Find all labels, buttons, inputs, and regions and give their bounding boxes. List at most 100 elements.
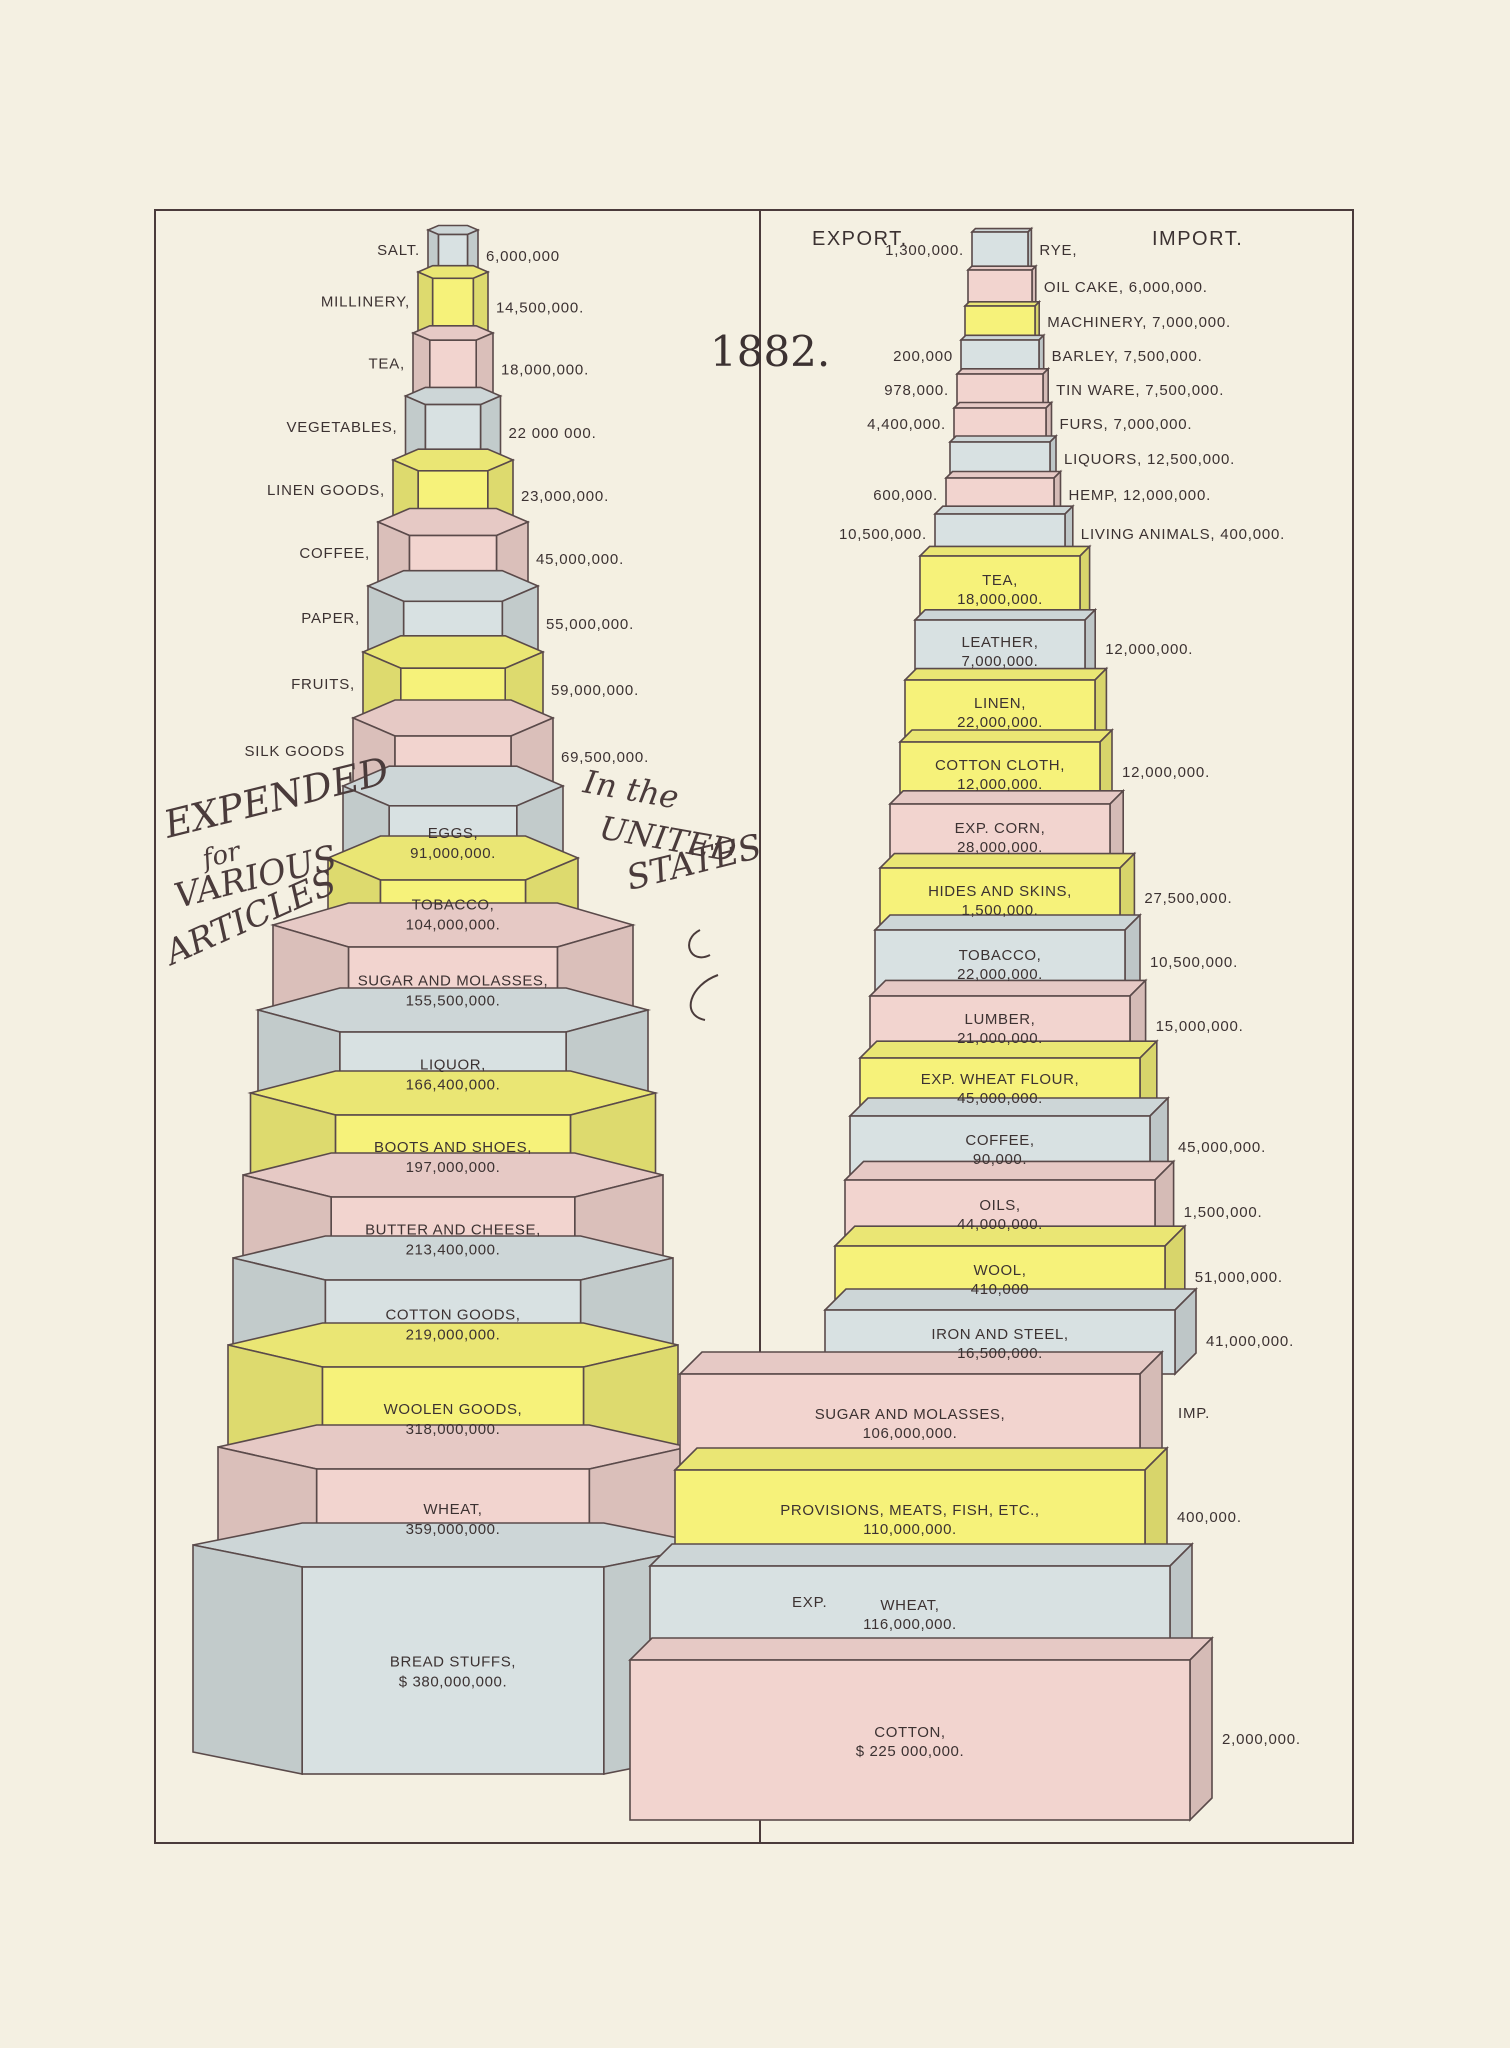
- trade-item-value: 22,000,000.: [957, 966, 1043, 983]
- trade-export-value: 10,500,000.: [839, 526, 927, 543]
- trade-item-value: 7,000,000.: [962, 653, 1039, 670]
- tower-item-label: LIQUOR,: [420, 1057, 486, 1074]
- block-top-face: [944, 470, 1063, 479]
- trade-item-value: 28,000,000.: [957, 839, 1043, 856]
- block-top-face: [898, 729, 1114, 743]
- trade-block: [963, 299, 1042, 342]
- tower-item-value: 14,500,000.: [496, 300, 584, 317]
- trade-item-label: MACHINERY, 7,000,000.: [1047, 314, 1231, 331]
- tower-item-value: 18,000,000.: [501, 362, 589, 379]
- tower-item-value: 59,000,000.: [551, 682, 639, 699]
- tower-item-label: SUGAR AND MOLASSES,: [358, 973, 549, 990]
- tower-item-label: BUTTER AND CHEESE,: [365, 1222, 541, 1239]
- tower-item-value: $ 380,000,000.: [399, 1674, 508, 1691]
- trade-item-value: 44,000,000.: [957, 1216, 1043, 1233]
- block-top-face: [673, 1447, 1169, 1471]
- tower-item-value: 69,500,000.: [561, 749, 649, 766]
- tower-item-value: 197,000,000.: [406, 1159, 501, 1176]
- trade-import-value: 1,500,000.: [1184, 1204, 1263, 1221]
- trade-item-value: $ 225 000,000.: [856, 1743, 965, 1760]
- block-top-face: [628, 1637, 1214, 1661]
- title-in-the: In the: [580, 762, 682, 816]
- block-top-face: [918, 545, 1092, 557]
- tower-item-label: COFFEE,: [299, 545, 370, 562]
- outer-frame: [154, 209, 1354, 1844]
- tower-item-label: VEGETABLES,: [286, 419, 397, 436]
- trade-block: [970, 226, 1034, 272]
- trade-item-label: SUGAR AND MOLASSES,: [815, 1406, 1006, 1423]
- trade-export-value: 978,000.: [884, 382, 949, 399]
- block-front-face: [301, 1566, 605, 1775]
- trade-item-label: LIQUORS, 12,500,000.: [1064, 451, 1235, 468]
- tower-block: [192, 1522, 714, 1775]
- trade-item-label: TEA,: [982, 572, 1018, 589]
- import-header: IMPORT.: [1152, 228, 1243, 250]
- tower-item-value: 55,000,000.: [546, 616, 634, 633]
- trade-item-label: TIN WARE, 7,500,000.: [1056, 382, 1224, 399]
- trade-item-label: RYE,: [1039, 242, 1077, 259]
- trade-item-label: WHEAT,: [880, 1597, 939, 1614]
- trade-item-value: 18,000,000.: [957, 591, 1043, 608]
- tower-item-label: PAPER,: [301, 610, 360, 627]
- tower-item-label: LINEN GOODS,: [267, 482, 385, 499]
- tower-item-label: SILK GOODS: [244, 743, 345, 760]
- tower-item-value: 91,000,000.: [410, 845, 496, 862]
- tower-item-label: SALT.: [377, 242, 420, 259]
- export-header: EXPORT.: [812, 228, 908, 250]
- trade-item-value: 1,500,000.: [962, 902, 1039, 919]
- trade-item-value: 110,000,000.: [863, 1521, 957, 1538]
- block-front-face: [967, 269, 1033, 307]
- trade-import-value: 51,000,000.: [1195, 1269, 1283, 1286]
- tower-item-label: BOOTS AND SHOES,: [374, 1139, 532, 1156]
- trade-item-label: IRON AND STEEL,: [931, 1326, 1068, 1343]
- tower-item-label: TOBACCO,: [412, 897, 495, 914]
- trade-tower: [628, 226, 1214, 1822]
- tower-item-value: 22 000 000.: [509, 425, 597, 442]
- trade-item-label: HEMP, 12,000,000.: [1068, 487, 1211, 504]
- chart-year: 1882.: [710, 327, 830, 376]
- block-left-face: [192, 1544, 304, 1775]
- title-flourish: [688, 929, 719, 1021]
- tower-item-label: EGGS,: [428, 825, 479, 842]
- expenditure-tower: [192, 224, 714, 1775]
- trade-item-label: HIDES AND SKINS,: [928, 883, 1072, 900]
- tower-item-label: MILLINERY,: [321, 294, 410, 311]
- trade-block: [966, 264, 1038, 308]
- trade-import-value: 2,000,000.: [1222, 1731, 1301, 1748]
- trade-item-value: 116,000,000.: [863, 1616, 957, 1633]
- trade-item-label: OIL CAKE, 6,000,000.: [1044, 279, 1208, 296]
- tower-item-value: 23,000,000.: [521, 488, 609, 505]
- block-side-face: [1189, 1636, 1213, 1822]
- tower-item-value: 219,000,000.: [406, 1327, 501, 1344]
- block-front-face: [964, 305, 1036, 341]
- trade-export-value: 1,300,000.: [885, 242, 964, 259]
- tower-item-label: BREAD STUFFS,: [390, 1654, 516, 1671]
- block-front-face: [629, 1659, 1191, 1821]
- expenditure-labels: SALT.6,000,000MILLINERY,14,500,000.TEA,1…: [244, 242, 649, 1691]
- trade-block: [848, 1096, 1170, 1182]
- tower-item-value: 359,000,000.: [406, 1521, 501, 1538]
- tower-item-label: WHEAT,: [423, 1501, 482, 1518]
- trade-export-value: 4,400,000.: [867, 416, 946, 433]
- trade-item-value: 12,000,000.: [957, 776, 1043, 793]
- trade-import-value: 45,000,000.: [1178, 1139, 1266, 1156]
- trade-import-value: 12,000,000.: [1105, 641, 1193, 658]
- trade-import-value: 400,000.: [1177, 1509, 1242, 1526]
- exp-tag: EXP.: [792, 1594, 827, 1611]
- trade-item-label: EXP. WHEAT FLOUR,: [921, 1071, 1080, 1088]
- tower-item-label: TEA,: [368, 356, 405, 373]
- trade-item-value: 22,000,000.: [957, 714, 1043, 731]
- trade-import-value: 15,000,000.: [1156, 1018, 1244, 1035]
- block-top-face: [913, 608, 1098, 621]
- block-top-face: [678, 1351, 1164, 1375]
- tower-item-value: 155,500,000.: [406, 993, 501, 1010]
- block-top-face: [948, 435, 1058, 443]
- tower-item-value: 166,400,000.: [406, 1077, 501, 1094]
- trade-import-value: 27,500,000.: [1144, 890, 1232, 907]
- block-top-face: [903, 667, 1109, 681]
- block-top-face: [648, 1543, 1194, 1567]
- block-top-face: [933, 505, 1075, 515]
- trade-item-label: EXP. CORN,: [955, 820, 1046, 837]
- trade-block: [628, 1636, 1214, 1822]
- block-top-face: [952, 401, 1054, 409]
